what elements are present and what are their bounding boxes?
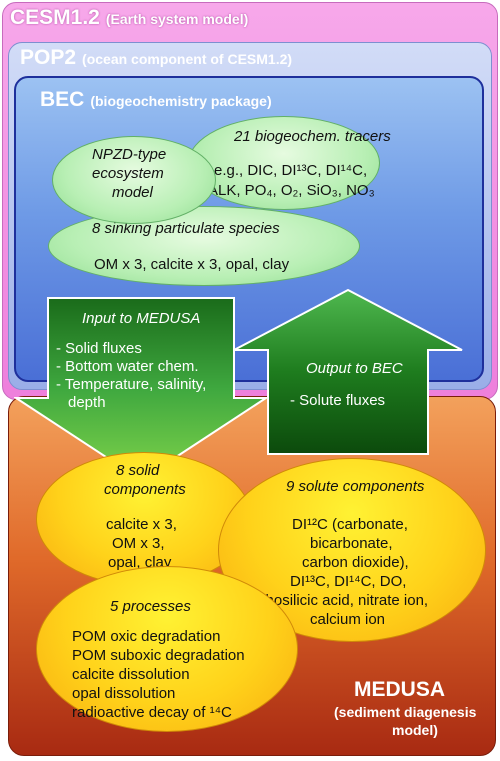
solute-line-4: DI¹³C, DI¹⁴C, DO, (290, 573, 407, 590)
solute-line-1: DI¹²C (carbonate, (292, 516, 408, 533)
solid-ellipse (36, 452, 252, 586)
process-2: POM suboxic degradation (72, 647, 245, 664)
tracers-ellipse (188, 116, 380, 210)
medusa-desc-1: (sediment diagenesis (334, 704, 477, 720)
cesm-name: CESM1.2 (10, 6, 100, 29)
solute-title: 9 solute components (286, 478, 425, 495)
solute-ellipse (218, 458, 486, 642)
input-item-1: - Solid fluxes (56, 340, 142, 357)
solid-title-2: components (104, 481, 186, 498)
input-item-2: - Bottom water chem. (56, 358, 199, 375)
input-arrow-title: Input to MEDUSA (82, 310, 201, 327)
npzd-ellipse (52, 136, 216, 224)
bec-desc: (biogeochemistry package) (90, 93, 272, 109)
process-5: radioactive decay of ¹⁴C (72, 704, 232, 721)
tracers-line-2: ALK, PO₄, O₂, SiO₃, NO₃ (208, 182, 375, 199)
npzd-line-1: NPZD-type (92, 146, 167, 163)
medusa-desc-2: model) (392, 722, 438, 738)
processes-title: 5 processes (110, 598, 191, 615)
processes-ellipse (36, 566, 298, 732)
process-4: opal dissolution (72, 685, 176, 702)
npzd-line-3: model (112, 184, 153, 201)
pop2-name: POP2 (20, 46, 77, 69)
process-1: POM oxic degradation (72, 628, 221, 645)
output-arrow (233, 288, 463, 455)
solid-title-1: 8 solid (116, 462, 160, 479)
tracers-line-1: e.g., DIC, DI¹³C, DI¹⁴C, (214, 162, 368, 179)
solute-line-5: orthosilicic acid, nitrate ion, (248, 592, 429, 609)
solute-line-6: calcium ion (310, 611, 386, 628)
output-item-1: - Solute fluxes (290, 392, 386, 409)
bec-name: BEC (40, 88, 85, 111)
output-arrow-title: Output to BEC (306, 360, 403, 377)
solid-line-1: calcite x 3, (106, 516, 177, 533)
medusa-name: MEDUSA (354, 678, 446, 701)
sinking-title: 8 sinking particulate species (92, 220, 280, 237)
input-item-3: - Temperature, salinity, (56, 376, 207, 393)
process-3: calcite dissolution (72, 666, 190, 683)
bec-title: BEC (biogeochemistry package) (40, 88, 272, 112)
cesm-title: CESM1.2 (Earth system model) (10, 6, 248, 30)
solute-line-2: bicarbonate, (310, 535, 393, 552)
tracers-title: 21 biogeochem. tracers (234, 128, 391, 145)
input-item-4: depth (68, 394, 106, 411)
cesm-desc: (Earth system model) (105, 11, 249, 27)
sinking-line-1: OM x 3, calcite x 3, opal, clay (94, 256, 290, 273)
input-arrow (14, 297, 268, 482)
npzd-line-2: ecosystem (92, 165, 164, 182)
solute-line-3: carbon dioxide), (302, 554, 409, 571)
pop2-desc: (ocean component of CESM1.2) (82, 51, 293, 67)
solid-line-2: OM x 3, (112, 535, 165, 552)
pop2-title: POP2 (ocean component of CESM1.2) (20, 46, 292, 70)
